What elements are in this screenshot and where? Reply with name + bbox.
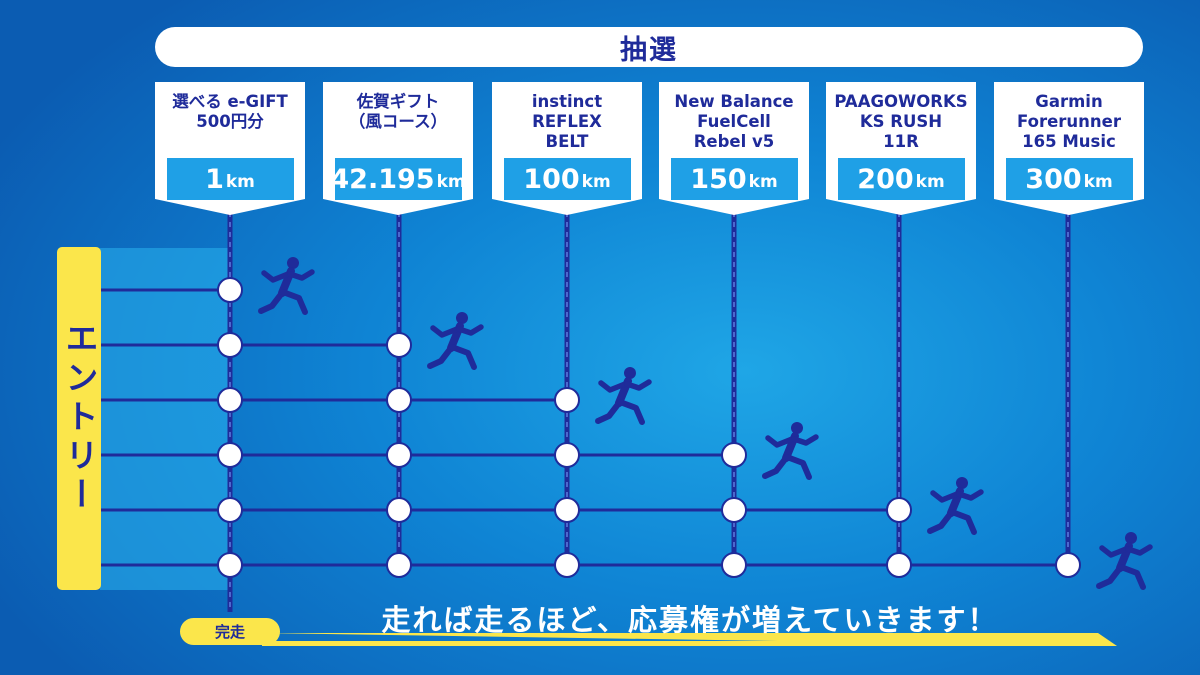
- ladder-node: [386, 442, 412, 468]
- prize-name: New Balance FuelCell Rebel v5: [674, 92, 794, 151]
- ladder-node: [217, 497, 243, 523]
- finish-badge: 完走: [180, 618, 280, 645]
- footer-message: 走れば走るほど、応募権が増えていきます！: [381, 603, 999, 637]
- ladder-node: [721, 497, 747, 523]
- runner-icon: [595, 367, 652, 425]
- lottery-header: 抽選: [155, 27, 1143, 67]
- prize-distance-value: 42.195: [330, 163, 435, 195]
- prize-distance-unit: km: [225, 172, 255, 192]
- ladder-node: [1055, 552, 1081, 578]
- prize-distance-unit: km: [581, 172, 611, 192]
- prize-distance-value: 200: [857, 163, 914, 195]
- prize-name: PAAGOWORKS KS RUSH 11R: [834, 92, 968, 151]
- ladder-node: [554, 387, 580, 413]
- prize-distance-value: 150: [690, 163, 747, 195]
- arrow-line: [262, 641, 1098, 646]
- runner-icon: [427, 312, 484, 370]
- prize-distance-value: 300: [1025, 163, 1082, 195]
- ladder-node: [721, 442, 747, 468]
- ladder-node: [386, 497, 412, 523]
- lottery-title: 抽選: [620, 34, 678, 66]
- ladder-node: [886, 497, 912, 523]
- runner-icon: [258, 257, 315, 315]
- ladder-node: [886, 552, 912, 578]
- runner-icon: [762, 422, 819, 480]
- runner-icon: [1096, 532, 1153, 590]
- ladder-node: [217, 552, 243, 578]
- ladder-node: [721, 552, 747, 578]
- prize-distance-value: 100: [523, 163, 580, 195]
- prize-name: 選べる e-GIFT 500円分: [172, 92, 288, 131]
- ladder-node: [217, 332, 243, 358]
- ladder-node: [386, 387, 412, 413]
- ladder-node: [554, 497, 580, 523]
- ladder-node: [217, 442, 243, 468]
- prize-distance-unit: km: [1083, 172, 1113, 192]
- ladder-node: [386, 332, 412, 358]
- entry-band: [100, 248, 230, 590]
- ladder-node: [217, 387, 243, 413]
- finish-label: 完走: [214, 623, 245, 641]
- prize-distance-value: 1: [205, 163, 224, 195]
- ladder-node: [554, 442, 580, 468]
- ladder-node: [554, 552, 580, 578]
- runner-icon: [927, 477, 984, 535]
- ladder-node: [217, 277, 243, 303]
- entry-bar: [57, 247, 101, 590]
- prize-name: 佐賀ギフト （風コース）: [348, 92, 448, 131]
- prize-name: instinct REFLEX BELT: [531, 92, 603, 151]
- prize-distance-unit: km: [436, 172, 466, 192]
- entry-label: エントリー: [60, 320, 99, 516]
- prize-name: Garmin Forerunner 165 Music: [1017, 92, 1121, 151]
- prize-distance-unit: km: [748, 172, 778, 192]
- ladder-node: [386, 552, 412, 578]
- prize-distance-unit: km: [915, 172, 945, 192]
